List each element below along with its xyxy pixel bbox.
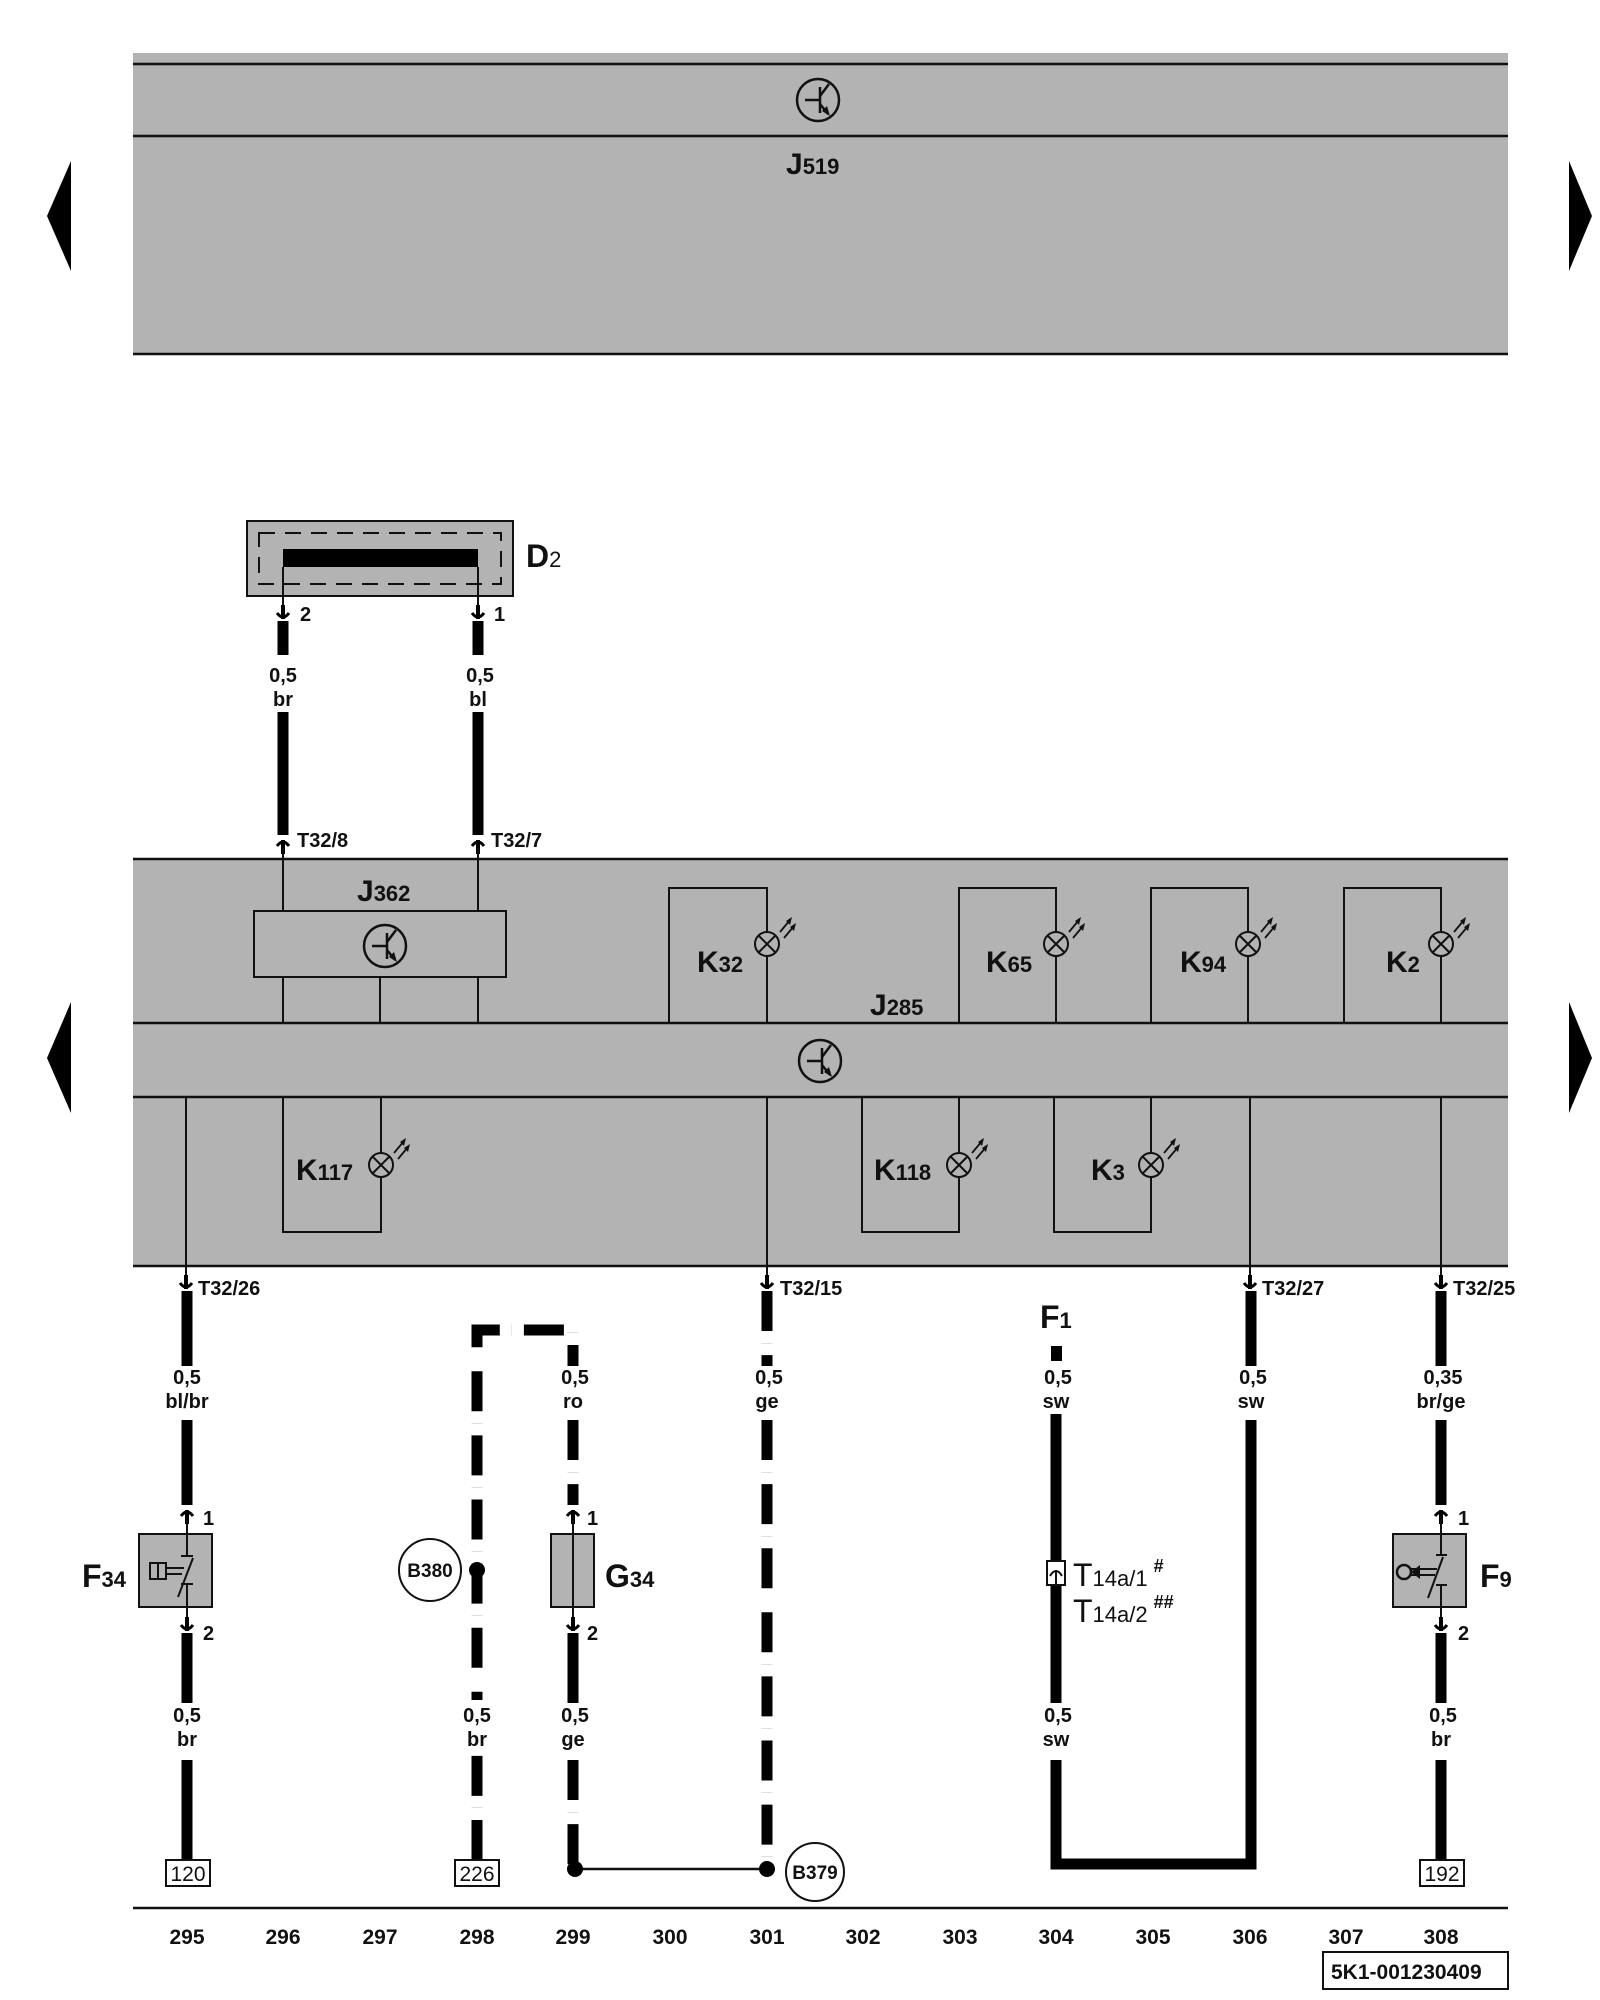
component-label: G34 xyxy=(605,1558,655,1594)
wire-color: br xyxy=(177,1729,197,1751)
column-number: 308 xyxy=(1423,1926,1458,1949)
reference-box[interactable]: 226 xyxy=(459,1863,494,1886)
wire-size: 0,5 xyxy=(1044,1705,1072,1727)
connector-label: T32/26 xyxy=(198,1278,260,1300)
connector-label: T32/25 xyxy=(1453,1278,1515,1300)
triangle-left-icon[interactable] xyxy=(47,161,71,271)
connector-t14a xyxy=(1046,1560,1066,1586)
column-number: 303 xyxy=(942,1926,977,1949)
wire xyxy=(1050,1420,1257,1870)
connector-label: T14a/1# xyxy=(1073,1556,1164,1593)
wire xyxy=(471,1324,579,1860)
wire-size: 0,35 xyxy=(1424,1367,1463,1389)
wire-size: 0,5 xyxy=(561,1367,589,1389)
wire-color: br/ge xyxy=(1417,1391,1466,1413)
pin-number: 1 xyxy=(1458,1508,1469,1530)
connector-label: T32/27 xyxy=(1262,1278,1324,1300)
lamp-label: K117 xyxy=(296,1154,353,1187)
component-label: F34 xyxy=(82,1558,127,1594)
pin-number: 2 xyxy=(203,1623,214,1645)
connector-label: T32/7 xyxy=(491,830,542,852)
component-label: F1 xyxy=(1040,1299,1072,1335)
module-label: J285 xyxy=(870,989,923,1022)
lamp-k117: K117 xyxy=(282,1097,411,1233)
wire-color: br xyxy=(1431,1729,1451,1751)
component-label: F9 xyxy=(1480,1558,1512,1594)
lamp-label: K118 xyxy=(874,1154,931,1187)
module-j519: J519 xyxy=(133,53,1508,356)
lamp-label: K94 xyxy=(1180,946,1227,979)
wire-color: br xyxy=(467,1729,487,1751)
wire-size: 0,5 xyxy=(173,1705,201,1727)
wire-size: 0,5 xyxy=(463,1705,491,1727)
column-number: 300 xyxy=(652,1926,687,1949)
lamp-k32: K32 xyxy=(668,887,797,1023)
sensor-g34 xyxy=(550,1520,595,1622)
drawing-id: 5K1-001230409 xyxy=(1331,1961,1482,1984)
column-number: 297 xyxy=(362,1926,397,1949)
pin-number: 1 xyxy=(203,1508,214,1530)
column-number: 298 xyxy=(459,1926,494,1949)
pin-number: 1 xyxy=(494,604,505,626)
column-number: 306 xyxy=(1232,1926,1267,1949)
module-label: J519 xyxy=(786,148,839,181)
connector-label: T32/15 xyxy=(780,1278,842,1300)
column-number: 301 xyxy=(749,1926,784,1949)
connector-label: T14a/2## xyxy=(1073,1592,1174,1629)
lamp-k65: K65 xyxy=(958,887,1086,1023)
module-j362: J362 xyxy=(253,848,507,1023)
wire-color: ge xyxy=(561,1729,584,1751)
component-label: D2 xyxy=(526,538,561,574)
wire-color: sw xyxy=(1238,1391,1265,1413)
triangle-right-icon[interactable] xyxy=(1569,161,1592,271)
lamp-label: K32 xyxy=(697,946,743,979)
module-j285: J285 J362 K32 K65 xyxy=(133,848,1508,1280)
triangle-left-icon[interactable] xyxy=(47,1002,71,1113)
lamp-k3: K3 xyxy=(1053,1097,1181,1233)
wire-color: sw xyxy=(1043,1391,1070,1413)
lamp-k118: K118 xyxy=(861,1097,989,1233)
wire-color: bl xyxy=(469,689,487,711)
wire-color: bl/br xyxy=(165,1391,209,1413)
wire-color: br xyxy=(273,689,293,711)
pin-number: 2 xyxy=(1458,1623,1469,1645)
column-number: 295 xyxy=(169,1926,204,1949)
lamp-label: K65 xyxy=(986,946,1032,979)
wire-size: 0,5 xyxy=(755,1367,783,1389)
wire-size: 0,5 xyxy=(1044,1367,1072,1389)
wire-size: 0,5 xyxy=(1429,1705,1457,1727)
splice-label[interactable]: B379 xyxy=(792,1863,837,1884)
switch-f9 xyxy=(1392,1520,1467,1622)
wire-size: 0,5 xyxy=(1239,1367,1267,1389)
pin-number: 2 xyxy=(587,1623,598,1645)
wire-size: 0,5 xyxy=(173,1367,201,1389)
component-d2: D2 2 1 xyxy=(246,520,561,626)
wire-size: 0,5 xyxy=(561,1705,589,1727)
column-numbers: 295 296 297 298 299 300 301 302 303 304 … xyxy=(169,1926,1458,1949)
pin-number: 2 xyxy=(300,604,311,626)
column-number: 302 xyxy=(845,1926,880,1949)
lamp-k94: K94 xyxy=(1150,887,1278,1023)
lamp-label: K3 xyxy=(1091,1154,1125,1187)
lamp-label: K2 xyxy=(1386,946,1420,979)
connector-label: T32/8 xyxy=(297,830,348,852)
wire-color: ro xyxy=(563,1391,583,1413)
switch-f34 xyxy=(138,1520,213,1622)
wire-color: sw xyxy=(1043,1729,1070,1751)
lamp-k2: K2 xyxy=(1343,887,1471,1023)
column-number: 304 xyxy=(1038,1926,1073,1949)
pin-number: 1 xyxy=(587,1508,598,1530)
module-label: J362 xyxy=(357,875,410,908)
triangle-right-icon[interactable] xyxy=(1569,1002,1592,1113)
wire-size: 0,5 xyxy=(466,665,494,687)
reference-box[interactable]: 192 xyxy=(1424,1863,1459,1886)
wire-color: ge xyxy=(755,1391,778,1413)
splice-label[interactable]: B380 xyxy=(407,1561,452,1582)
column-number: 296 xyxy=(265,1926,300,1949)
column-number: 307 xyxy=(1328,1926,1363,1949)
column-number: 299 xyxy=(555,1926,590,1949)
reference-box[interactable]: 120 xyxy=(170,1863,205,1886)
wire-size: 0,5 xyxy=(269,665,297,687)
column-number: 305 xyxy=(1135,1926,1170,1949)
